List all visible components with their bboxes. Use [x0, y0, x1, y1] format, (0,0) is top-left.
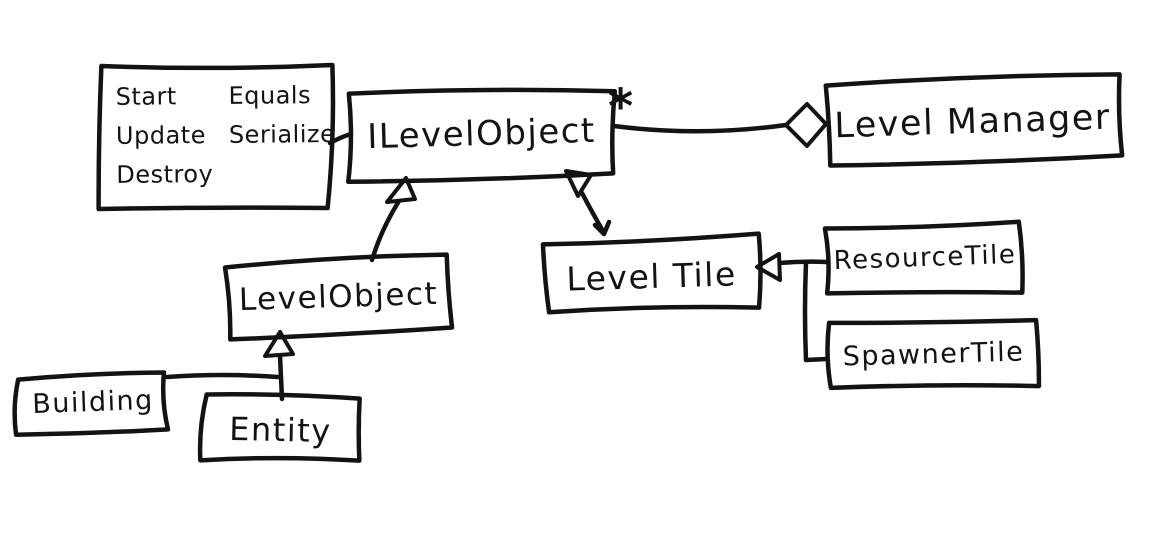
inheritance-arrowhead-leveltile-icon: [592, 219, 612, 237]
class-box-building: Building: [17, 371, 169, 432]
class-label-building: Building: [31, 384, 155, 420]
methods-note-box: Start Update Destroy Equals Serialize: [99, 66, 336, 208]
inheritance-connector-vertical: [802, 259, 809, 363]
method-label: Update: [115, 121, 207, 150]
method-label: Equals: [228, 81, 312, 110]
class-box-resourcetile: ResourceTile: [826, 220, 1024, 297]
class-box-ilevelobject: ILevelObject: [347, 88, 616, 179]
inheritance-line-building: [164, 372, 281, 380]
arrowheads: [263, 102, 828, 358]
class-box-leveltile: Level Tile: [545, 237, 758, 316]
aggregation-line: [611, 122, 789, 134]
box-outline: [540, 231, 763, 315]
class-box-levelmanager: Level Manager: [825, 77, 1120, 166]
inheritance-triangle-levelobject-icon: [385, 176, 417, 204]
inheritance-line-entity: [277, 353, 285, 402]
class-box-levelobject: LevelObject: [227, 258, 450, 337]
box-outline: [12, 370, 171, 437]
class-label-ilevelobject: ILevelObject: [366, 110, 597, 158]
box-outline: [96, 62, 336, 212]
box-outline: [346, 87, 618, 184]
inheritance-line-levelobject: [369, 198, 402, 263]
methods-column-1: Start Update Destroy: [115, 77, 214, 195]
class-box-spawnertile: SpawnerTile: [826, 318, 1041, 391]
method-label: Start: [115, 82, 177, 111]
class-label-levelobject: LevelObject: [238, 275, 439, 319]
inheritance-line-leveltile: [579, 190, 607, 236]
box-outlines: [12, 62, 1125, 463]
box-outline: [825, 317, 1042, 391]
multiplicity-star: *: [608, 79, 634, 135]
methods-list: Start Update Destroy Equals Serialize: [115, 76, 336, 195]
box-outline: [222, 252, 455, 342]
method-label: Destroy: [116, 160, 214, 189]
methods-column-2: Equals Serialize: [228, 76, 335, 194]
inheritance-line-resourcetile: [776, 259, 830, 266]
class-label-leveltile: Level Tile: [565, 253, 738, 299]
class-box-entity: Entity: [203, 397, 357, 461]
class-label-spawnertile: SpawnerTile: [842, 336, 1025, 373]
box-outline: [197, 392, 362, 463]
method-label: Serialize: [228, 119, 336, 149]
aggregation-diamond-icon: [784, 102, 828, 148]
inheritance-line-spawnertile: [803, 356, 830, 363]
class-label-resourcetile: ResourceTile: [833, 239, 1017, 277]
inheritance-triangle-tiles-icon: [755, 252, 782, 282]
connector-lines: [164, 122, 830, 402]
inheritance-triangle-entity-icon: [263, 330, 295, 358]
box-outline: [822, 219, 1025, 296]
box-outline: [823, 72, 1125, 168]
class-label-entity: Entity: [228, 409, 333, 450]
class-label-levelmanager: Level Manager: [833, 97, 1112, 147]
